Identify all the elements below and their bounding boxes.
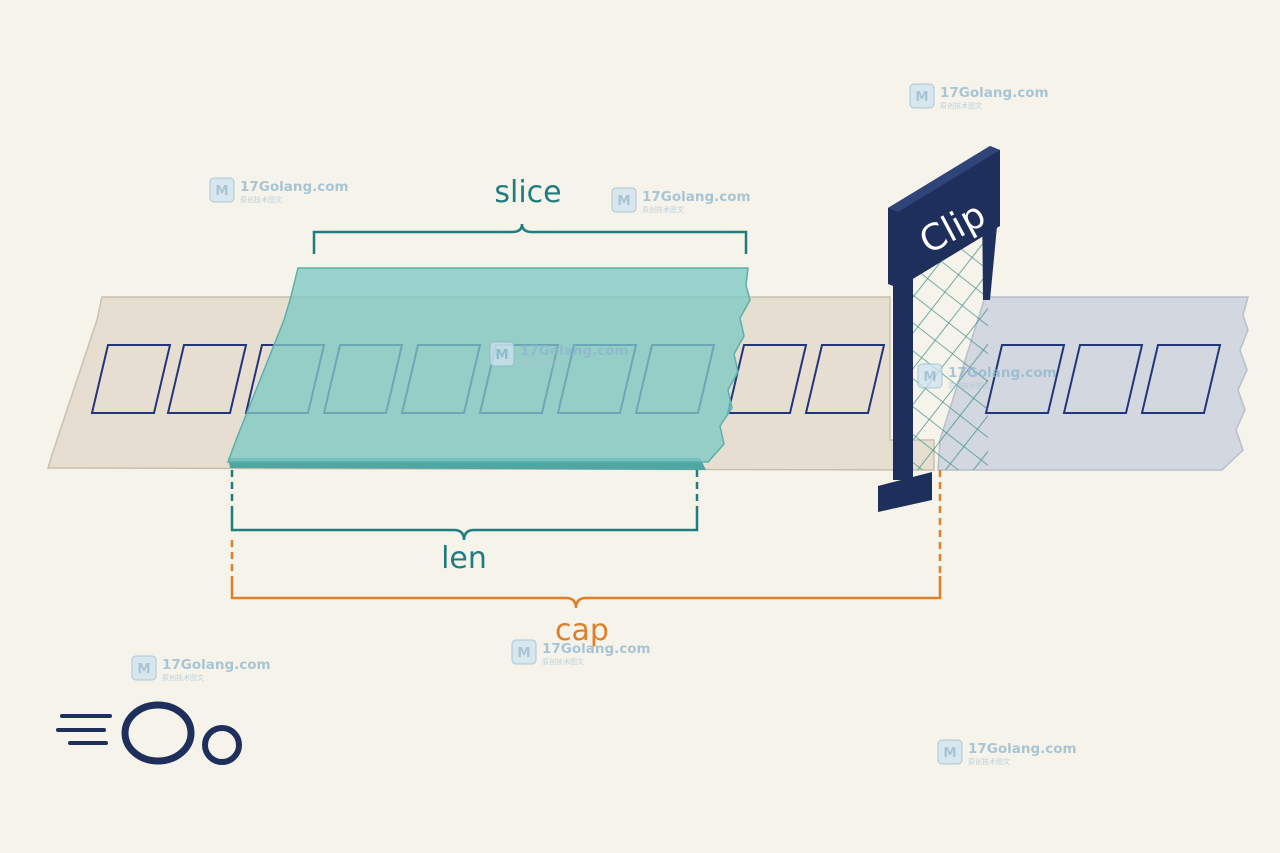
clip-net bbox=[912, 238, 988, 470]
len-bracket: len bbox=[230, 470, 699, 576]
watermark-site: 17Golang.com bbox=[940, 85, 1049, 101]
watermark-site: 17Golang.com bbox=[162, 657, 271, 673]
array-cell bbox=[1062, 344, 1144, 414]
clip-post-base bbox=[878, 472, 932, 512]
slice-sheet bbox=[226, 267, 751, 463]
watermark-badge-icon bbox=[511, 639, 537, 665]
watermark-tagline: 原创技术图文 bbox=[520, 359, 562, 368]
watermark-tagline: 原创技术图文 bbox=[940, 101, 982, 110]
array-cell bbox=[984, 344, 1066, 414]
watermark-site: 17Golang.com bbox=[968, 741, 1077, 757]
watermark-badge-icon bbox=[489, 341, 515, 367]
clip-gate: Clip bbox=[878, 146, 1000, 512]
watermark-site: 17Golang.com bbox=[542, 641, 651, 657]
watermark-badge-icon bbox=[909, 83, 935, 109]
watermark-badge-glyph: M bbox=[617, 193, 630, 209]
watermark-site: 17Golang.com bbox=[642, 189, 751, 205]
watermark-tagline: 原创技术图文 bbox=[948, 381, 990, 390]
cap-bracket: cap bbox=[230, 470, 942, 648]
watermark-tagline: 原创技术图文 bbox=[968, 757, 1010, 766]
array-cell bbox=[804, 344, 886, 414]
watermark-badge-glyph: M bbox=[943, 745, 956, 761]
watermark-badge-glyph: M bbox=[923, 369, 936, 385]
watermark-badge-icon bbox=[209, 177, 235, 203]
slice-bracket: slice bbox=[312, 175, 748, 254]
watermark-badge-glyph: M bbox=[215, 183, 228, 199]
cap-label: cap bbox=[555, 613, 609, 648]
clip-sign-board bbox=[888, 146, 1000, 288]
watermark-site: 17Golang.com bbox=[948, 365, 1057, 381]
array-cell bbox=[1140, 344, 1222, 414]
watermark-tagline: 原创技术图文 bbox=[162, 673, 204, 682]
watermark-badge-icon bbox=[917, 363, 943, 389]
watermark-badge-icon bbox=[611, 187, 637, 213]
watermark-site: 17Golang.com bbox=[520, 343, 629, 359]
watermark-tagline: 原创技术图文 bbox=[542, 657, 584, 666]
watermark-badge-glyph: M bbox=[517, 645, 530, 661]
watermark-site: 17Golang.com bbox=[240, 179, 349, 195]
watermark-badge-glyph: M bbox=[137, 661, 150, 677]
watermark-badge-glyph: M bbox=[915, 89, 928, 105]
watermark-tagline: 原创技术图文 bbox=[240, 195, 282, 204]
watermark-badge-glyph: M bbox=[495, 347, 508, 363]
slice-label: slice bbox=[494, 175, 561, 210]
watermark-badge-icon bbox=[131, 655, 157, 681]
slice-overlay bbox=[226, 267, 751, 470]
array-cell bbox=[166, 344, 248, 414]
go-gopher-logo-icon bbox=[56, 701, 242, 765]
array-cell bbox=[726, 344, 808, 414]
watermark-tagline: 原创技术图文 bbox=[642, 205, 684, 214]
watermark-badge-icon bbox=[937, 739, 963, 765]
array-cell bbox=[90, 344, 172, 414]
len-label: len bbox=[441, 541, 487, 576]
